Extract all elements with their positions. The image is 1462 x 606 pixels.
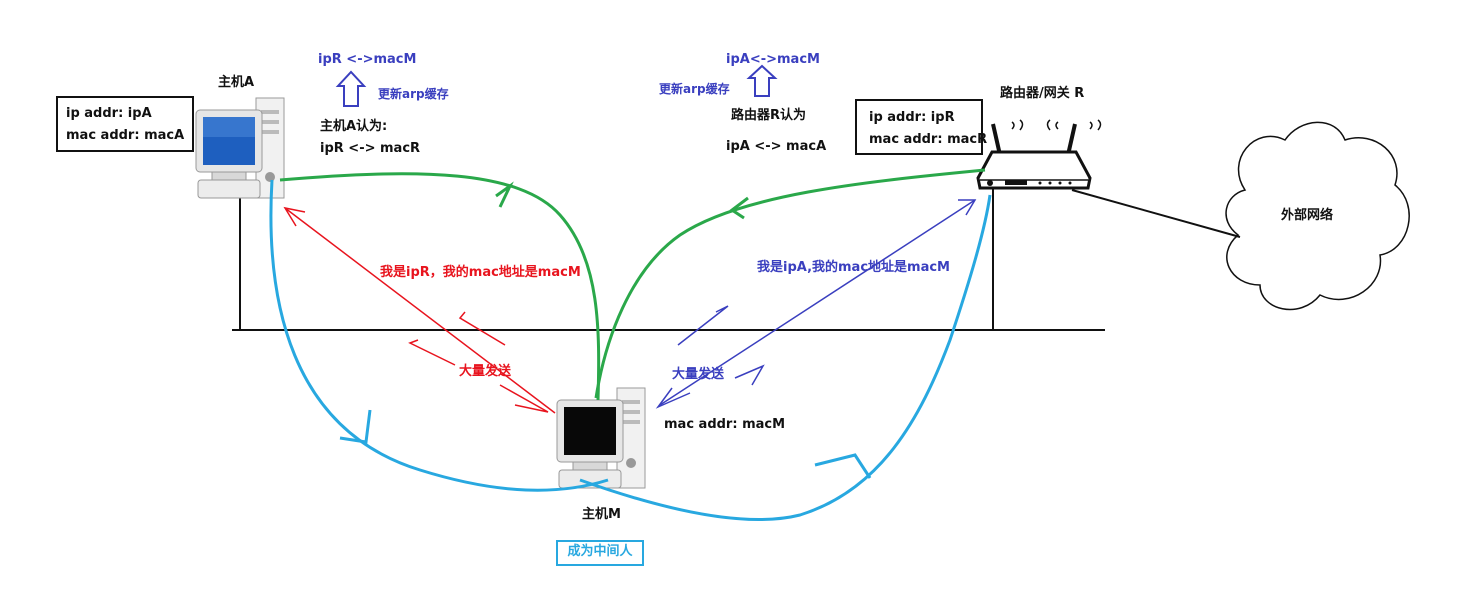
- host-a-old-arp-entry: ipR <-> macR: [320, 141, 421, 156]
- host-a-computer-icon: [195, 97, 285, 199]
- router-ip: ip addr: ipR: [869, 110, 955, 125]
- router-title: 路由器/网关 R: [1000, 86, 1085, 101]
- router-info-box: ip addr: ipR mac addr: macR: [855, 99, 987, 155]
- lan-bus: [232, 186, 1105, 331]
- cloud-icon: [1225, 121, 1410, 311]
- host-a-ip: ip addr: ipA: [66, 106, 152, 121]
- host-a-believes: 主机A认为:: [320, 119, 388, 134]
- router-update-cache: 更新arp缓存: [659, 82, 730, 96]
- host-a-update-cache: 更新arp缓存: [378, 87, 449, 101]
- host-m-title: 主机M: [582, 507, 621, 522]
- host-a-mac: mac addr: macA: [66, 128, 185, 143]
- router-new-arp-entry: ipA<->macM: [726, 52, 820, 67]
- host-a-title: 主机A: [218, 75, 255, 90]
- host-m-mac: mac addr: macM: [664, 417, 786, 432]
- update-arrow-icons: [335, 64, 778, 107]
- router-cloud-link: [1071, 189, 1241, 238]
- red-spoof-arrows: [283, 206, 556, 414]
- router-believes: 路由器R认为: [731, 108, 807, 123]
- router-icon: [976, 119, 1102, 190]
- flood-label-left: 大量发送: [459, 364, 512, 379]
- blue-spoof-arrows: [655, 199, 977, 409]
- cyan-traffic-arrows: [269, 179, 992, 521]
- mitm-badge: 成为中间人: [556, 540, 644, 566]
- router-old-arp-entry: ipA <-> macA: [726, 139, 827, 154]
- cloud-label: 外部网络: [1281, 208, 1334, 223]
- host-m-computer-icon: [556, 387, 646, 489]
- spoof-message-to-r: 我是ipA,我的mac地址是macM: [757, 260, 950, 275]
- green-arrows: [279, 168, 986, 401]
- host-a-info-box: ip addr: ipA mac addr: macA: [56, 96, 194, 152]
- router-mac: mac addr: macR: [869, 132, 988, 147]
- flood-label-right: 大量发送: [672, 367, 725, 382]
- host-a-new-arp-entry: ipR <->macM: [318, 52, 417, 67]
- spoof-message-to-a: 我是ipR，我的mac地址是macM: [380, 265, 581, 280]
